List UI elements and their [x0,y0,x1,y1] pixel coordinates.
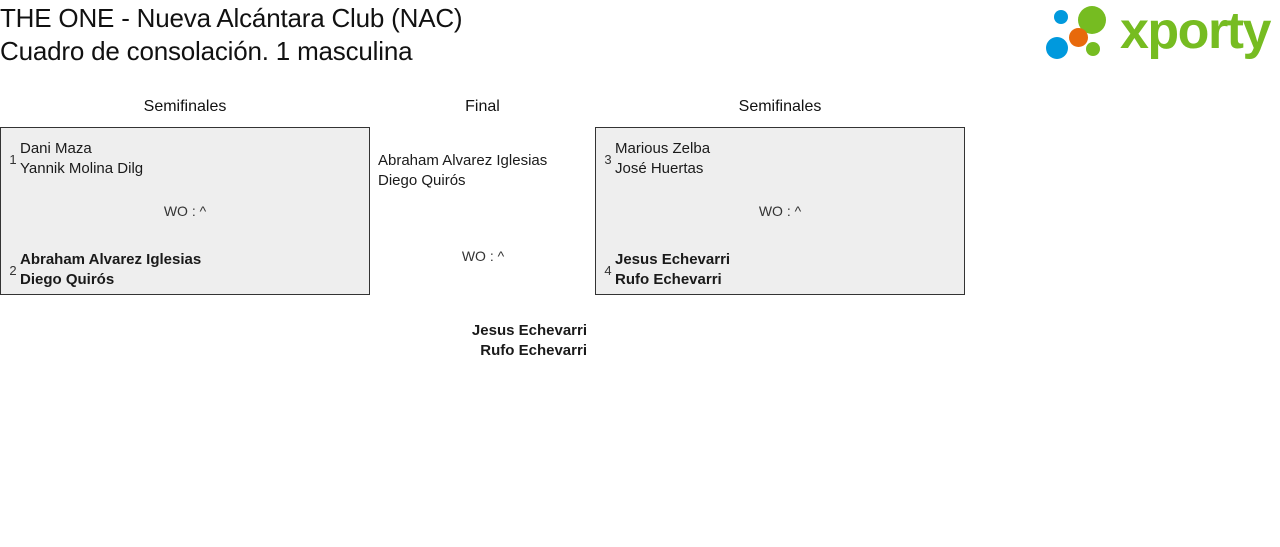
player-name: Abraham Alvarez Iglesias [378,152,548,169]
seed-number: 3 [604,151,612,167]
tournament-title-block: THE ONE - Nueva Alcántara Club (NAC) Cua… [0,2,900,68]
match-box-left-semifinal[interactable]: 1 Dani Maza Yannik Molina Dilg WO : ^ 2 … [0,127,370,295]
player-name: Rufo Echevarri [480,342,587,359]
team-names: Abraham Alvarez Iglesias Diego Quirós [20,250,201,290]
seed-number: 1 [9,151,17,167]
player-name: Abraham Alvarez Iglesias [20,251,202,268]
logo-wordmark: xporty [1120,2,1271,60]
match-team-left-semifinal-top[interactable]: 1 Dani Maza Yannik Molina Dilg [6,139,143,179]
xporty-logo[interactable]: xporty [1046,2,1276,64]
match-team-right-semifinal-bottom[interactable]: 4 Jesus Echevarri Rufo Echevarri [601,250,730,290]
player-name: Diego Quirós [378,172,466,189]
player-name: Jesus Echevarri [615,251,731,268]
match-score-left-semifinal: WO : ^ [163,203,207,219]
team-names: Dani Maza Yannik Molina Dilg [20,139,143,179]
player-name: José Huertas [615,160,704,177]
draw-subtitle: Cuadro de consolación. 1 masculina [0,36,413,66]
match-box-right-semifinal[interactable]: 3 Marious Zelba José Huertas WO : ^ 4 Je… [595,127,965,295]
match-score-right-semifinal: WO : ^ [758,203,802,219]
round-header-left-semifinals: Semifinales [143,98,227,115]
match-team-right-semifinal-top[interactable]: 3 Marious Zelba José Huertas [601,139,710,179]
dot-orange-icon [1069,28,1088,47]
player-name: Marious Zelba [615,140,711,157]
team-names: Jesus Echevarri Rufo Echevarri [615,250,730,290]
player-name: Yannik Molina Dilg [20,160,144,177]
round-header-final: Final [465,98,500,115]
player-name: Dani Maza [20,140,92,157]
match-score-final: WO : ^ [461,248,505,264]
match-team-final-bottom[interactable]: Jesus Echevarri Rufo Echevarri [378,321,587,361]
logo-dot-cluster [1046,2,1126,64]
player-name: Rufo Echevarri [615,271,722,288]
page-header: THE ONE - Nueva Alcántara Club (NAC) Cua… [0,0,1280,75]
seed-number: 2 [9,262,17,278]
tournament-name: THE ONE - Nueva Alcántara Club (NAC) [0,3,463,33]
match-team-left-semifinal-bottom[interactable]: 2 Abraham Alvarez Iglesias Diego Quirós [6,250,201,290]
dot-blue-large-icon [1046,37,1068,59]
round-header-right-semifinals: Semifinales [738,98,822,115]
player-name: Diego Quirós [20,271,115,288]
dot-blue-small-icon [1054,10,1068,24]
team-names: Marious Zelba José Huertas [615,139,710,179]
seed-number: 4 [604,262,612,278]
player-name: Jesus Echevarri [471,322,587,339]
match-team-final-top[interactable]: Abraham Alvarez Iglesias Diego Quirós [378,151,588,191]
dot-green-small-icon [1086,42,1100,56]
